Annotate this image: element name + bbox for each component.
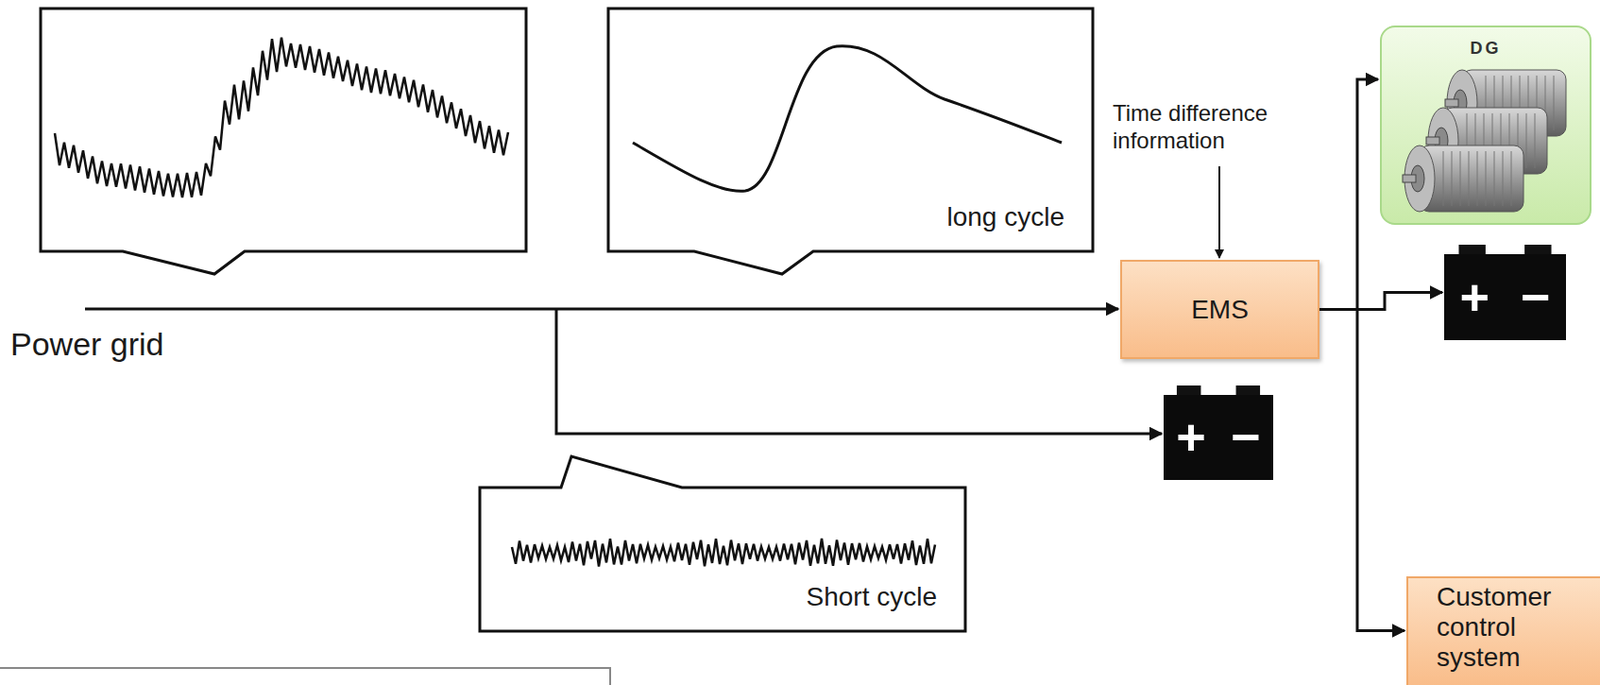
node-text: + (1459, 271, 1490, 323)
connector-arrow (1319, 292, 1443, 310)
motor-fin (1451, 151, 1453, 206)
battery-case (1163, 394, 1274, 480)
node-text: + (1175, 410, 1207, 462)
motor-fin (1526, 113, 1528, 169)
node-text: − (1230, 410, 1261, 462)
motor-fin (1534, 113, 1536, 169)
motor-fin (1502, 151, 1504, 206)
node-text: − (1520, 271, 1551, 323)
battery-symbol: +− (1163, 385, 1274, 480)
node-text: Short cycle (802, 581, 942, 613)
grid-signal-wave (54, 37, 509, 198)
motor-shaft (1445, 99, 1459, 107)
long-cycle-curve (632, 46, 1062, 191)
motor-fin (1511, 151, 1513, 206)
motor-fin (1553, 75, 1555, 131)
connector-arrow (1319, 309, 1405, 631)
battery-case (1444, 254, 1566, 341)
control-box: EMS (1120, 259, 1320, 359)
chart-box: Short cycle (479, 487, 966, 631)
node-text: DG (1381, 38, 1590, 59)
motor-fin (1494, 151, 1496, 206)
short-cycle-wave (511, 538, 936, 567)
node-text: EMS (1191, 294, 1249, 325)
generator-box: DG (1379, 25, 1592, 225)
motor-fin (1485, 151, 1487, 206)
node-text: Customer control system (1436, 581, 1593, 674)
power-line (85, 307, 1119, 311)
motor-fin (1443, 151, 1445, 206)
signal-box (40, 8, 527, 274)
motor-fin (1468, 151, 1470, 206)
motor-fin (1477, 151, 1479, 206)
control-box: Customer control system (1406, 576, 1600, 685)
connector-arrow (1319, 79, 1379, 310)
battery-symbol: +− (1444, 244, 1566, 341)
motor-fin (1460, 151, 1462, 206)
signal-box (608, 8, 1093, 274)
annotation-label: Time difference information (1112, 100, 1293, 155)
info-arrow (1218, 166, 1221, 258)
chart-box: long cycle (608, 8, 1093, 252)
node-text: long cycle (942, 202, 1069, 233)
power-branch (556, 308, 1162, 434)
motor-shaft (1426, 136, 1440, 145)
annotation-label: Power grid (10, 324, 256, 364)
partial-frame (0, 667, 611, 685)
motor-shaft (1402, 174, 1416, 183)
signal-box (479, 456, 966, 631)
